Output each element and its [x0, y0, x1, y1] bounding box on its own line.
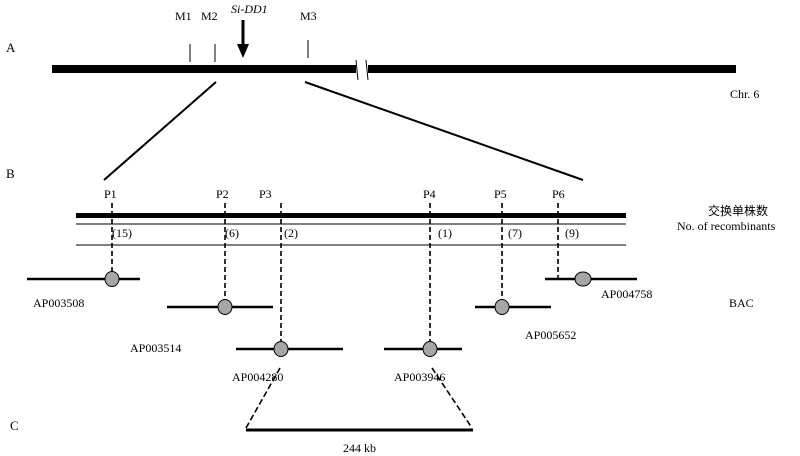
- panel-label-c: C: [10, 418, 19, 433]
- bac-anchor-ap003508: [104, 271, 120, 287]
- bac-label-ap003508: AP003508: [33, 296, 84, 310]
- interval-zoom-right: [431, 367, 473, 429]
- bac-label-ap003514: AP003514: [130, 341, 181, 355]
- bac-anchor-ap004758: [574, 271, 592, 287]
- chromosome-label: Chr. 6: [730, 87, 759, 101]
- marker-label-p2: P2: [216, 187, 229, 201]
- panel-label-a: A: [6, 40, 16, 55]
- marker-label-p4: P4: [423, 187, 436, 201]
- recombinant-count-p4: (1): [438, 226, 452, 240]
- bac-label-ap004280: AP004280: [232, 370, 283, 384]
- marker-label-m1: M1: [175, 9, 192, 23]
- marker-label-m2: M2: [201, 9, 218, 23]
- bac-anchor-ap005652: [494, 299, 510, 315]
- chromosome-bar-left: [52, 65, 356, 73]
- bac-label-ap003946: AP003946: [394, 370, 445, 384]
- recombinant-count-p3: (2): [284, 226, 298, 240]
- interval-size-label: 244 kb: [343, 441, 376, 455]
- marker-label-m3: M3: [300, 9, 317, 23]
- zoom-line-left: [103, 81, 217, 181]
- marker-label-p3: P3: [259, 187, 272, 201]
- interval-zoom-left: [245, 367, 281, 429]
- bac-anchor-ap003946: [422, 341, 438, 357]
- bac-label-ap005652: AP005652: [525, 328, 576, 342]
- zoom-line-right: [304, 81, 584, 181]
- chromosome-bar-right: [368, 65, 736, 73]
- bac-label-ap004758: AP004758: [601, 287, 652, 301]
- recombinant-count-p1: (15): [112, 226, 132, 240]
- recombinant-count-p5: (7): [508, 226, 522, 240]
- chromosome-break-mark-right: [365, 59, 369, 81]
- marker-label-p6: P6: [552, 187, 565, 201]
- gene-label: Si-DD1: [231, 2, 268, 16]
- bac-anchor-ap003514: [217, 299, 233, 315]
- marker-label-p5: P5: [494, 187, 507, 201]
- recombinant-label-en: No. of recombinants: [677, 219, 776, 233]
- panel-label-b: B: [6, 166, 15, 181]
- bac-anchor-ap004280: [273, 341, 289, 357]
- chromosome-break-mark-left: [355, 59, 359, 81]
- fine-map-bar: [76, 213, 626, 218]
- recombinant-count-p2: (6): [225, 226, 239, 240]
- recombinant-label-cn: 交换单株数: [708, 203, 768, 218]
- marker-label-p1: P1: [104, 187, 117, 201]
- recombinant-count-p6: (9): [565, 226, 579, 240]
- bac-row-label: BAC: [729, 296, 754, 310]
- gene-arrow-head-icon: [237, 44, 249, 58]
